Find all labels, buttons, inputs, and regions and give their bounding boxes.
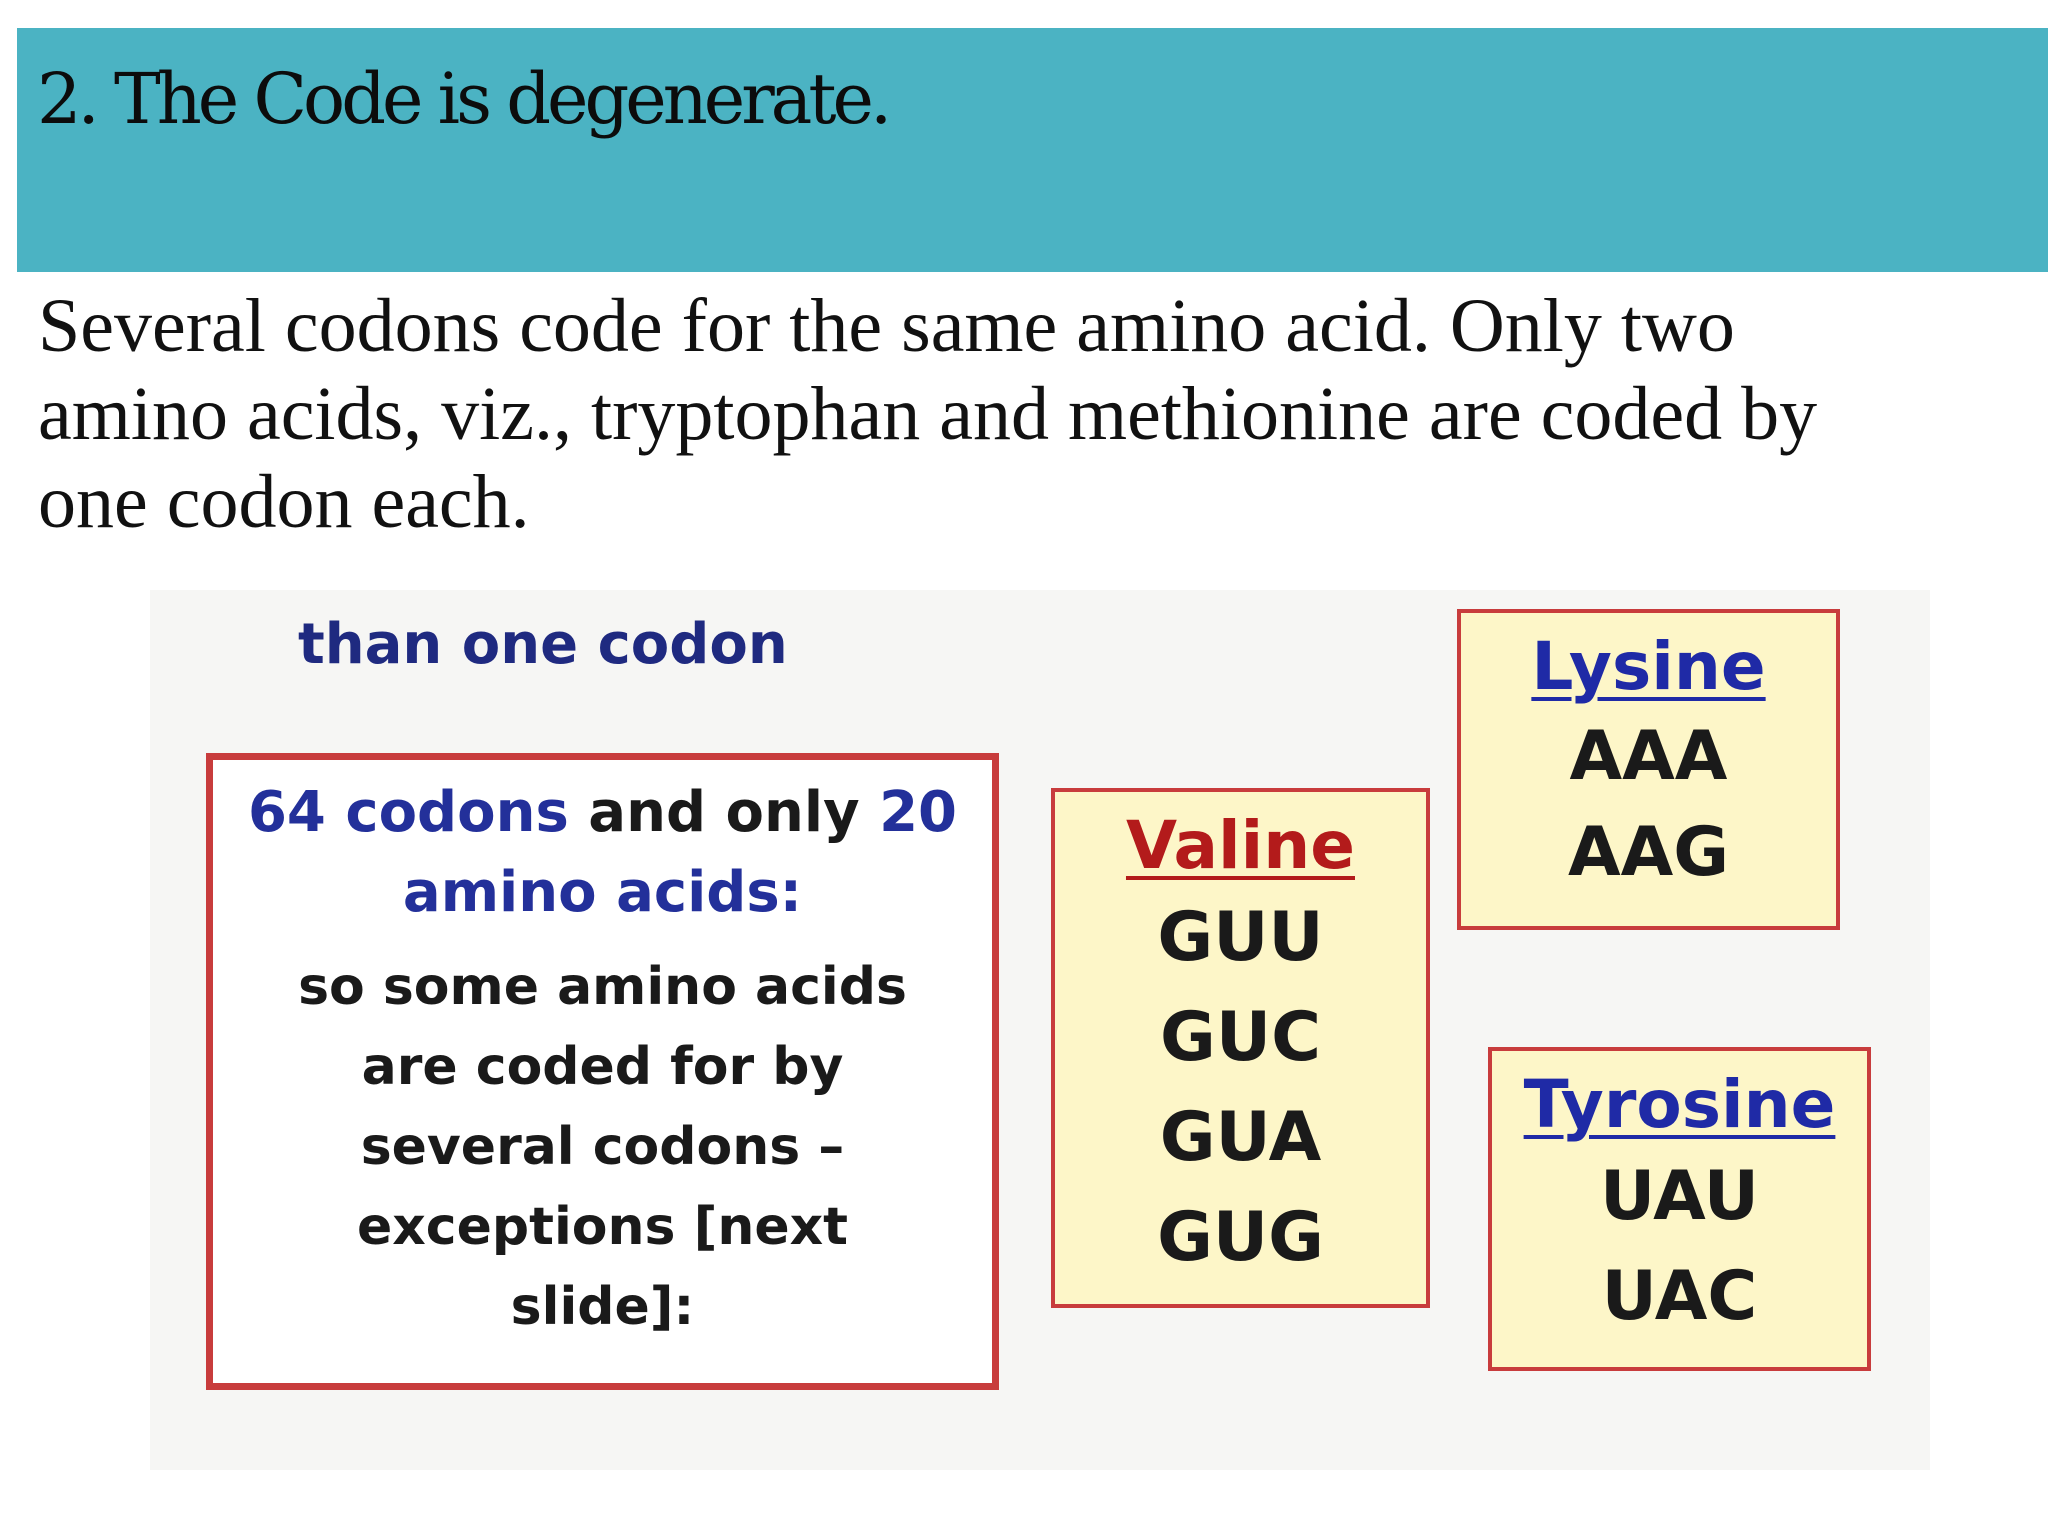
slide-title: 2. The Code is degenerate.	[37, 58, 892, 140]
info-line: several codons –	[360, 1117, 845, 1177]
heading-connector: and only	[568, 780, 880, 845]
body-line: Several codons code for the same amino a…	[38, 284, 1735, 368]
tyrosine-codon-list: UAU UAC	[1492, 1147, 1867, 1347]
codon-item: AAG	[1567, 813, 1730, 892]
lysine-codon-list: AAA AAG	[1461, 709, 1836, 901]
slide-body-text: Several codons code for the same amino a…	[38, 282, 2018, 546]
info-line: slide]:	[510, 1277, 695, 1337]
codon-item: GUC	[1160, 998, 1321, 1077]
figure-caption: than one codon	[298, 612, 788, 677]
codon-item: GUA	[1159, 1098, 1322, 1177]
info-box-heading: 64 codons and only 20 amino acids:	[212, 759, 993, 933]
valine-box: Valine GUU GUC GUA GUG	[1051, 788, 1430, 1308]
info-line: are coded for by	[361, 1037, 844, 1097]
lysine-label: Lysine	[1531, 628, 1766, 705]
tyrosine-label: Tyrosine	[1523, 1066, 1836, 1143]
info-box-body: so some amino acids are coded for by sev…	[212, 947, 993, 1347]
codon-item: UAC	[1601, 1257, 1758, 1336]
codon-item: AAA	[1569, 717, 1728, 796]
heading-amino-count: 20	[879, 780, 958, 845]
tyrosine-box: Tyrosine UAU UAC	[1488, 1047, 1871, 1371]
valine-codon-list: GUU GUC GUA GUG	[1055, 888, 1426, 1288]
heading-codons-count: 64 codons	[247, 780, 569, 845]
lysine-box: Lysine AAA AAG	[1457, 609, 1840, 930]
codon-figure-image: than one codon 64 codons and only 20 ami…	[150, 590, 1930, 1470]
valine-label: Valine	[1125, 807, 1355, 884]
heading-amino-acids: amino acids:	[402, 860, 803, 925]
codon-item: GUG	[1157, 1198, 1324, 1277]
codon-item: UAU	[1600, 1157, 1759, 1236]
info-box: 64 codons and only 20 amino acids: so so…	[206, 753, 999, 1390]
title-bar: 2. The Code is degenerate.	[17, 28, 2048, 272]
body-line: one codon each.	[38, 460, 530, 544]
info-line: exceptions [next	[356, 1197, 849, 1257]
codon-item: GUU	[1157, 898, 1324, 977]
info-line: so some amino acids	[298, 957, 907, 1017]
body-line: amino acids, viz., tryptophan and methio…	[38, 372, 1818, 456]
